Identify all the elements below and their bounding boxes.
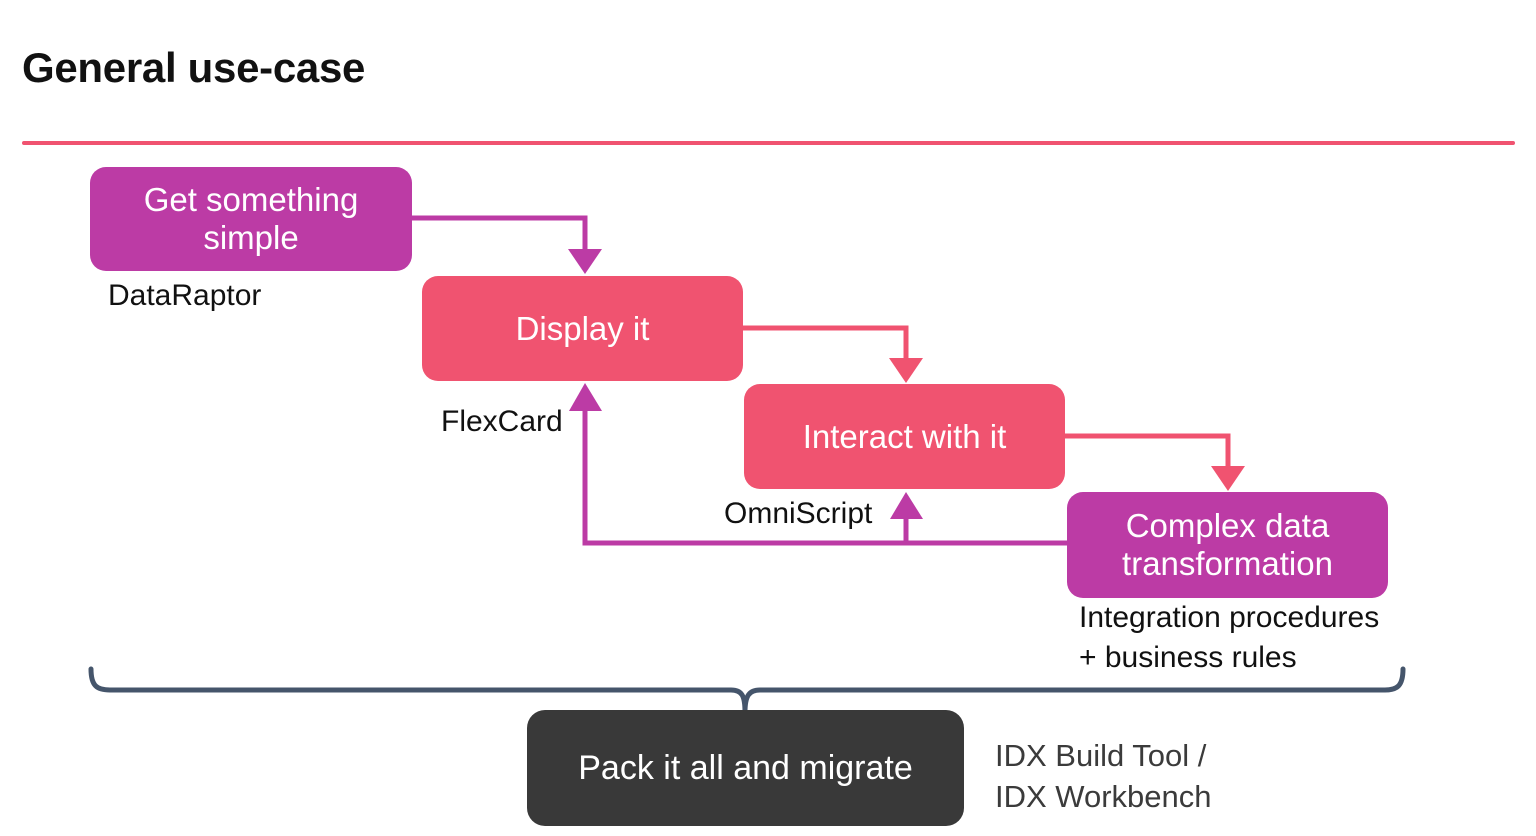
title-divider [22, 141, 1515, 145]
node-get-something-simple[interactable]: Get something simple [90, 167, 412, 271]
caption-integration-procedures-business-rules: Integration procedures + business rules [1079, 601, 1380, 674]
page-title: General use-case [22, 44, 366, 91]
caption-flexcard: FlexCard [441, 405, 563, 438]
node-interact-with-it[interactable]: Interact with it [744, 384, 1065, 489]
connector-interact-to-complex [1062, 433, 1245, 491]
node-complex-data-transformation[interactable]: Complex data transformation [1067, 492, 1388, 598]
caption-idx-build-tool-workbench: IDX Build Tool / IDX Workbench [995, 738, 1212, 814]
connector-get-to-display [409, 215, 602, 274]
caption-dataraptor: DataRaptor [108, 279, 262, 312]
node-display-it[interactable]: Display it [422, 276, 743, 381]
node-pack-it-all-and-migrate[interactable]: Pack it all and migrate [527, 710, 964, 826]
connector-display-to-interact [740, 325, 923, 383]
caption-omniscript: OmniScript [724, 497, 873, 530]
